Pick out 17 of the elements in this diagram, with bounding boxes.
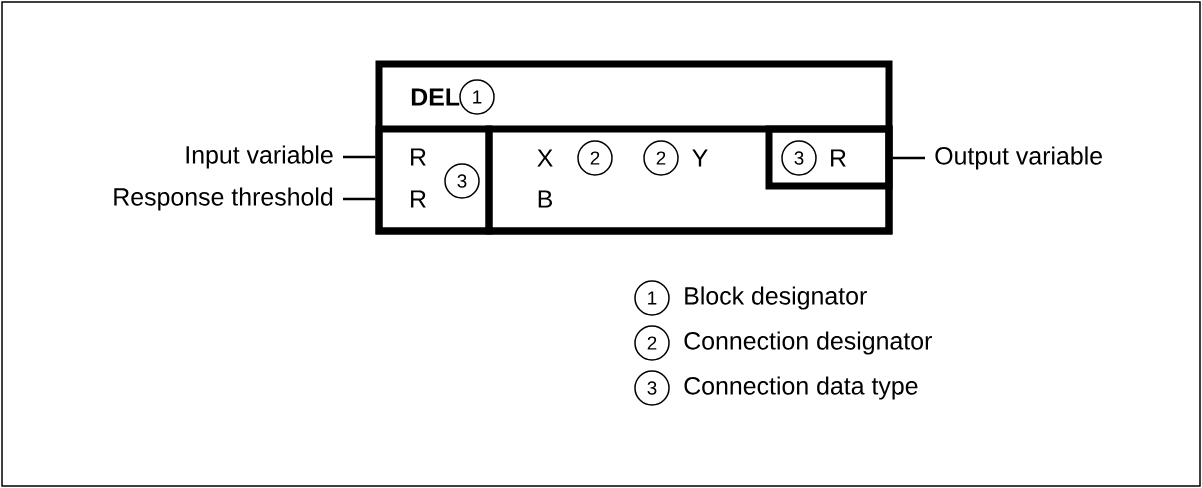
callout-number: 2 xyxy=(577,140,613,176)
callout-number: 1 xyxy=(634,280,670,316)
connector-line xyxy=(343,197,376,201)
connector-line xyxy=(343,155,376,159)
callout-number: 3 xyxy=(781,140,817,176)
callout-number: 2 xyxy=(643,140,679,176)
callout-number: 3 xyxy=(444,163,480,199)
signal-label: Input variable xyxy=(186,145,333,169)
key-text: Connection data type xyxy=(684,376,918,400)
callout-number: 3 xyxy=(634,370,670,406)
callout-number: 2 xyxy=(634,325,670,361)
key-text: Connection designator xyxy=(684,331,932,355)
signal-label: Output variable xyxy=(935,146,1102,170)
connector-line xyxy=(892,156,925,160)
signal-label: Response threshold xyxy=(114,187,333,211)
key-text: Block designator xyxy=(685,286,867,310)
callout-number: 1 xyxy=(459,79,495,115)
